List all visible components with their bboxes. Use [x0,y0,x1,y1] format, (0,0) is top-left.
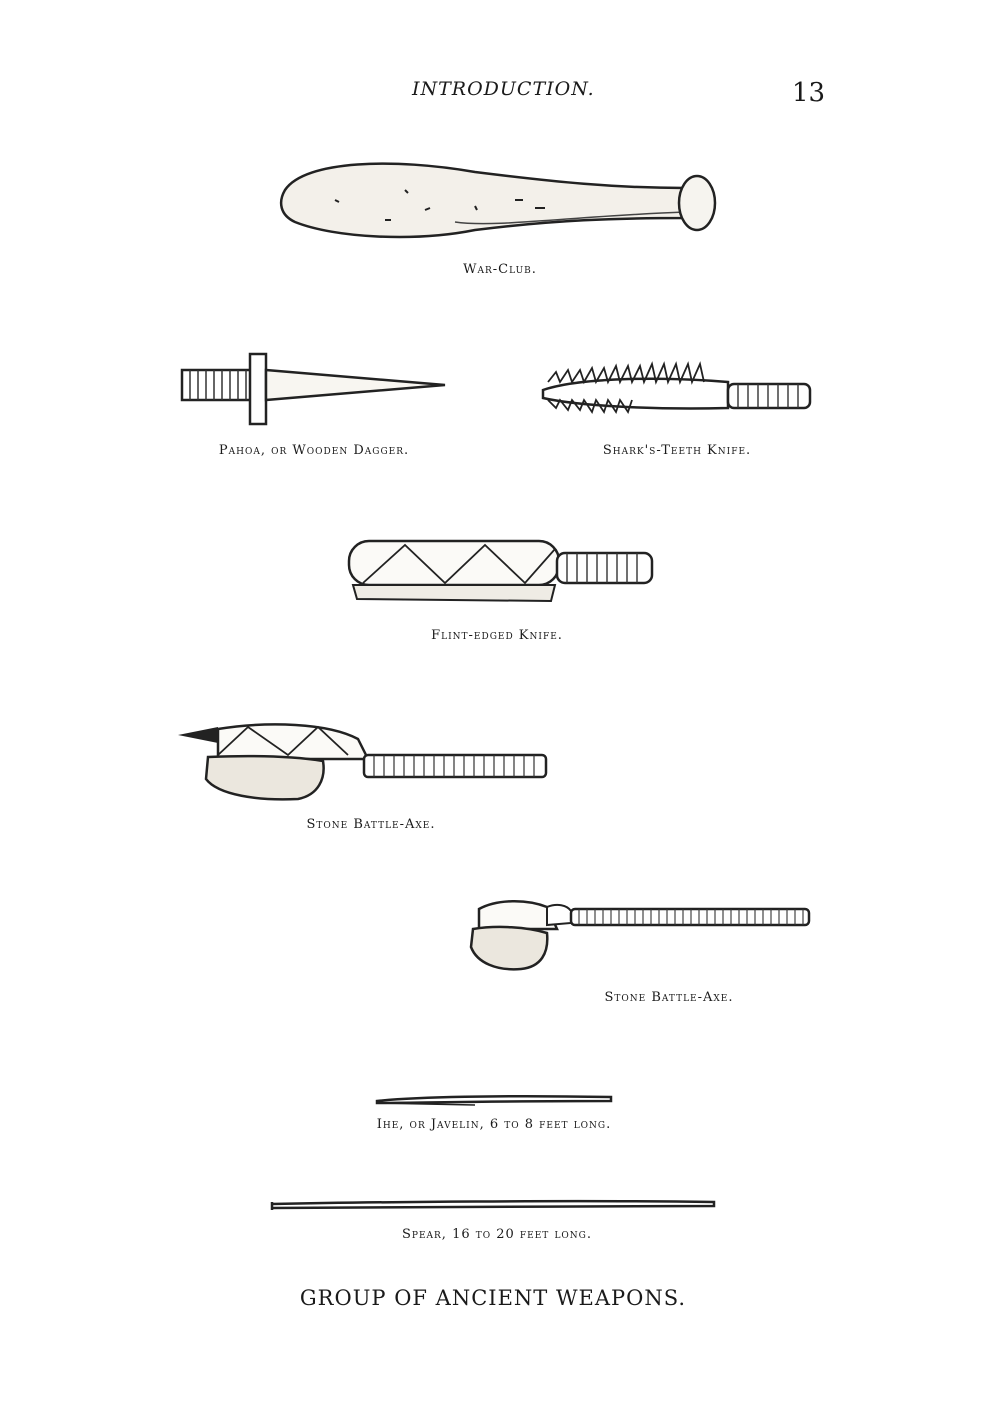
stone-battle-axe-1-illustration [178,723,548,801]
page-number: 13 [792,78,826,108]
javelin-illustration [375,1094,613,1106]
shark-teeth-knife-illustration [541,361,812,415]
running-title: INTRODUCTION. [412,78,595,100]
stone-battle-axe-2-illustration [469,899,811,971]
caption-stone-battle-axe-1: Stone Battle-Axe. [306,817,436,832]
flint-edged-knife-illustration [347,539,654,603]
caption-stone-battle-axe-2: Stone Battle-Axe. [604,990,734,1005]
spear-illustration [270,1199,716,1210]
pahoa-dagger-illustration [180,352,446,426]
war-club-illustration [279,162,717,239]
caption-javelin: Ihe, or Javelin, 6 to 8 feet long. [376,1117,612,1132]
plate-title: GROUP OF ANCIENT WEAPONS. [299,1286,687,1310]
caption-pahoa: Pahoa, or Wooden Dagger. [218,443,410,458]
caption-flint-edged-knife: Flint-edged Knife. [431,628,563,643]
caption-war-club: War-Club. [463,262,537,277]
caption-spear: Spear, 16 to 20 feet long. [401,1227,593,1242]
caption-shark-teeth-knife: Shark's-Teeth Knife. [602,443,752,458]
